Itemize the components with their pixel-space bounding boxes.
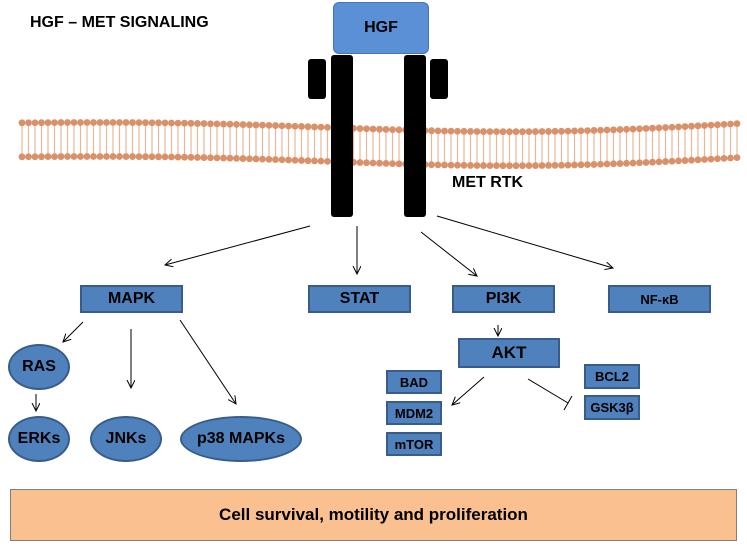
gsk3b-node: GSK3β	[584, 395, 640, 420]
mtor-node: mTOR	[386, 432, 442, 456]
arrow-akt-to-targets	[452, 376, 485, 405]
inhibit-bar	[563, 395, 573, 411]
p38-mapks-node: p38 MAPKs	[180, 416, 302, 462]
outcome-bar: Cell survival, motility and proliferatio…	[10, 489, 737, 541]
met-receptor-left-stub	[308, 59, 326, 99]
bcl2-node: BCL2	[584, 364, 640, 389]
arrow-met-to-nfkb	[436, 215, 613, 268]
hgf-ligand: HGF	[333, 2, 429, 54]
inhibit-akt-to-gsk3b	[527, 378, 569, 404]
mdm2-node: MDM2	[386, 401, 442, 425]
mapk-node: MAPK	[80, 285, 183, 313]
receptor-label: MET RTK	[452, 174, 524, 191]
arrow-mapk-to-ras	[63, 321, 84, 342]
ras-node: RAS	[8, 344, 70, 390]
lipid-bilayer	[18, 119, 741, 170]
akt-node: AKT	[458, 338, 560, 368]
bad-node: BAD	[386, 370, 442, 394]
pi3k-node: PI3K	[452, 285, 555, 313]
arrow-met-to-pi3k	[420, 231, 477, 276]
met-receptor-right-chain	[404, 55, 426, 217]
nfkb-node: NF-κB	[608, 285, 711, 313]
diagram-title: HGF – MET SIGNALING	[30, 14, 209, 31]
met-receptor-left-chain	[331, 55, 353, 217]
arrow-mapk-to-p38	[179, 319, 236, 404]
jnks-node: JNKs	[90, 416, 162, 462]
stat-node: STAT	[308, 285, 411, 313]
arrow-met-to-mapk	[165, 225, 311, 265]
met-receptor-right-stub	[430, 59, 448, 99]
erks-node: ERKs	[8, 416, 70, 462]
